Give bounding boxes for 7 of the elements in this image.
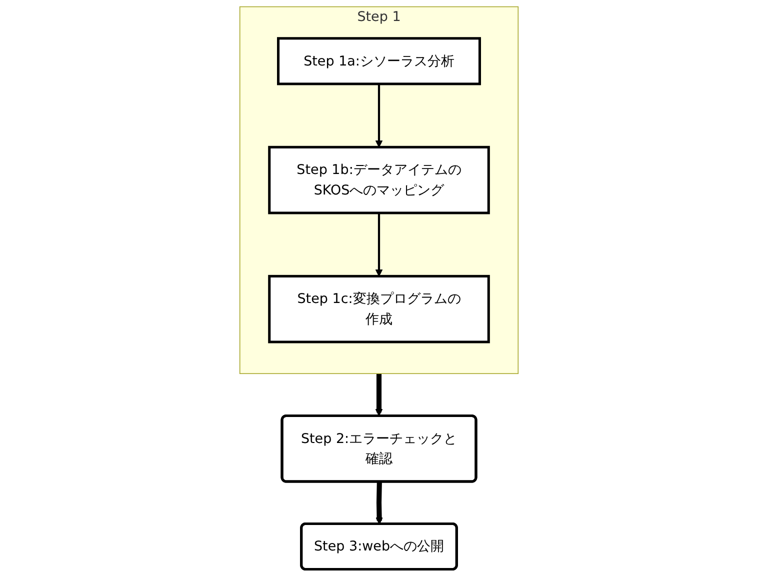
- arrow: [375, 84, 383, 148]
- node-box: Step 1b:データアイテムのSKOSへのマッピング: [268, 146, 490, 214]
- arrow: [376, 482, 383, 524]
- arrow: [375, 212, 383, 277]
- arrow: [375, 374, 383, 416]
- node-box: Step 1c:変換プログラムの作成: [268, 274, 490, 344]
- node-box: Step 1a:シソーラス分析: [277, 37, 481, 86]
